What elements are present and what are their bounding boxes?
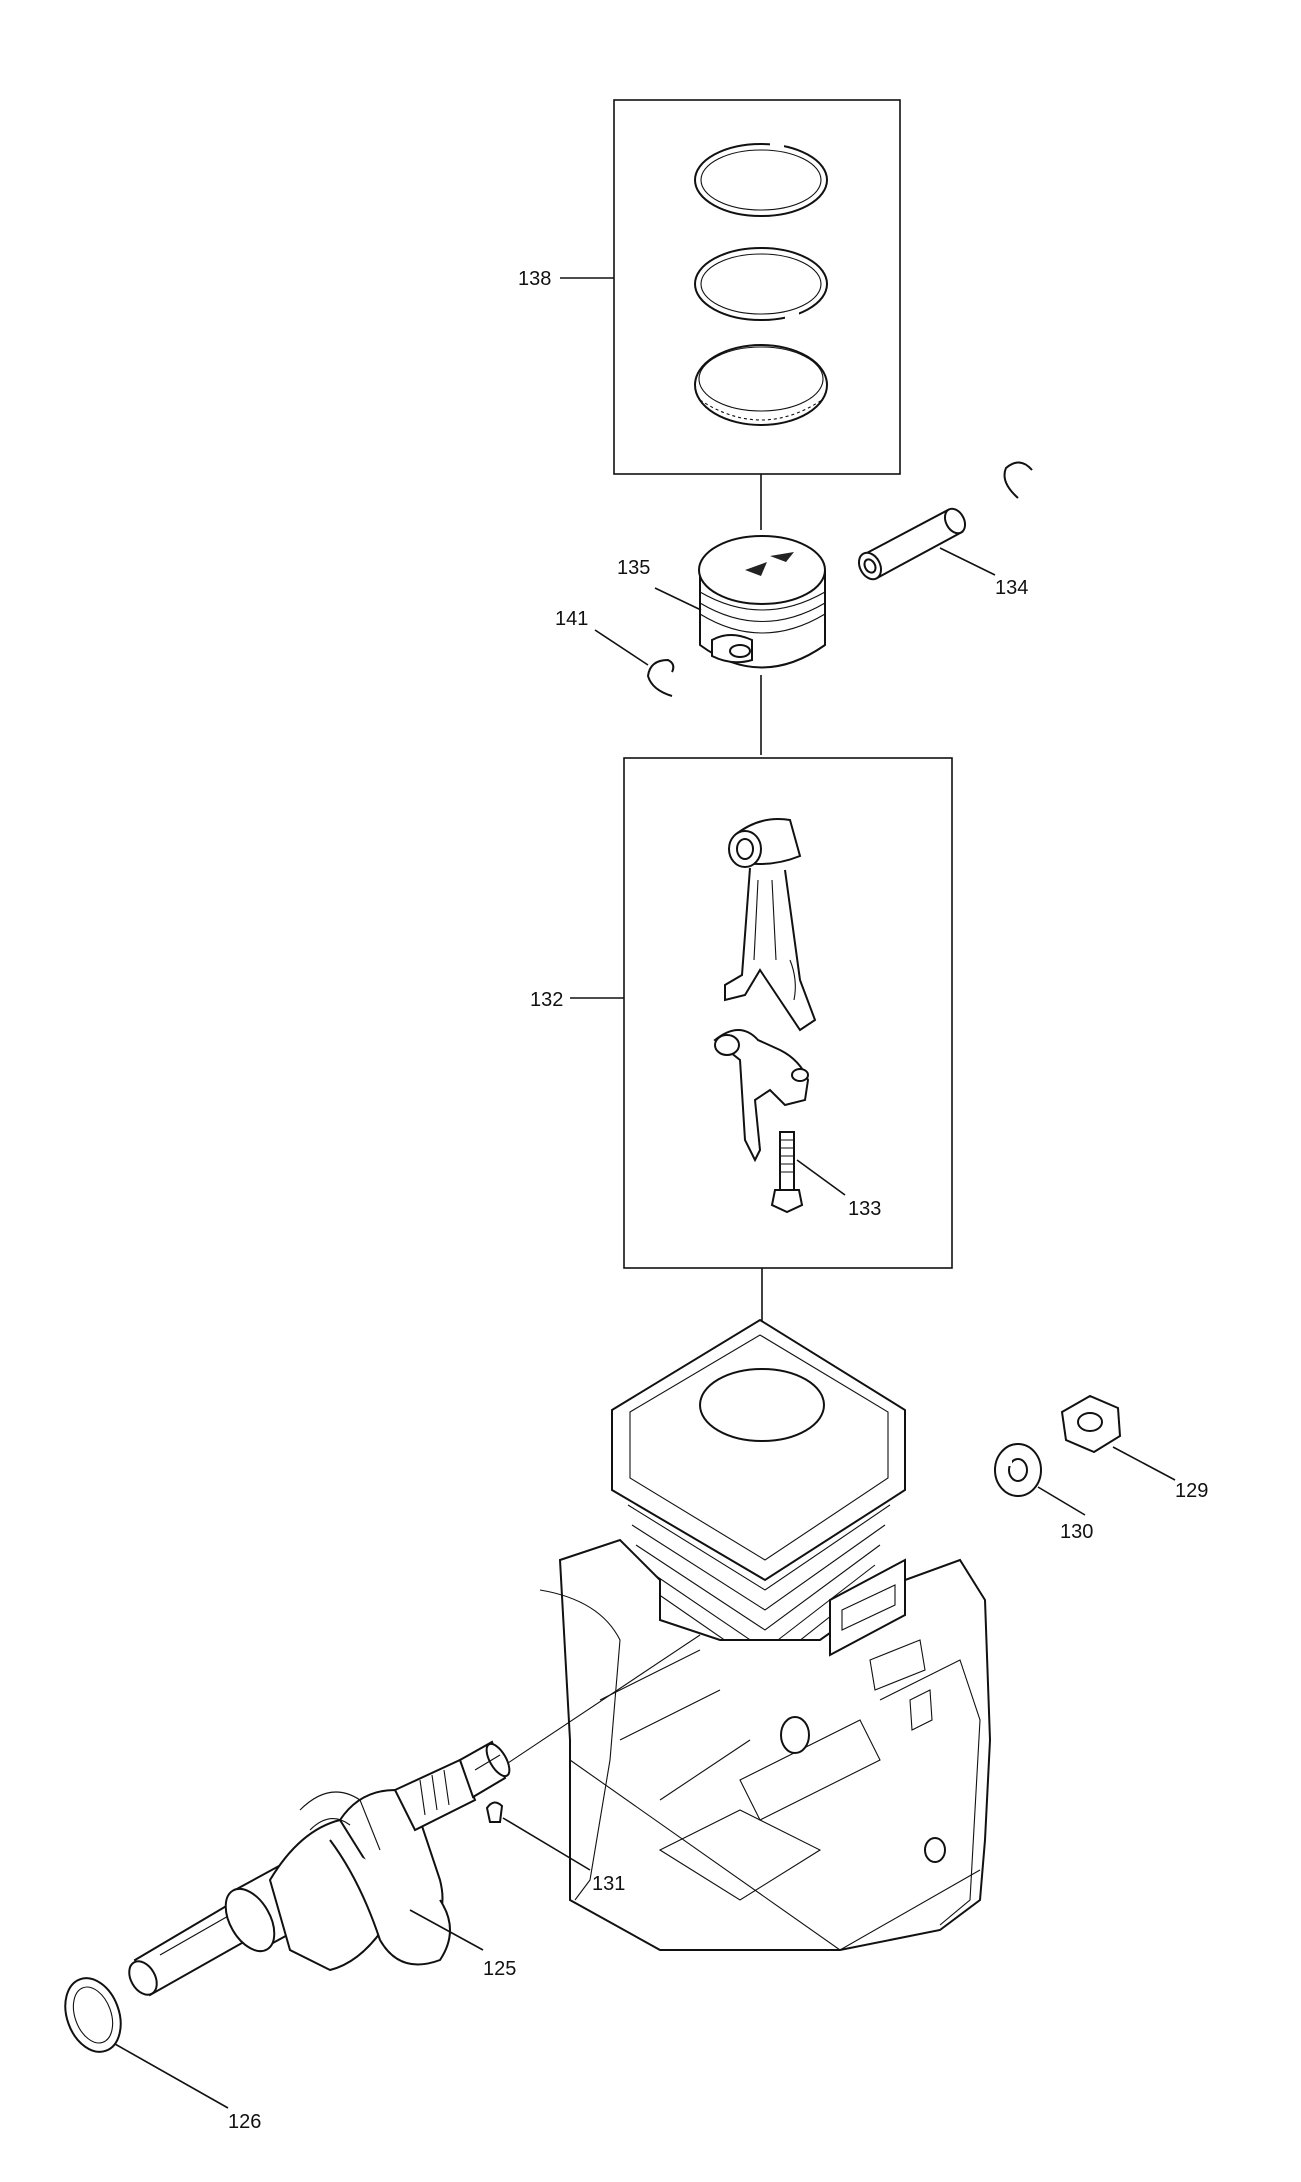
circlip-left <box>646 658 675 697</box>
part-number-126: 126 <box>228 2111 261 2133</box>
crankcase-block <box>539 1318 992 1951</box>
part-number-133: 133 <box>848 1198 881 1220</box>
circlip-right <box>1003 461 1033 499</box>
connecting-rod-bolt <box>770 1131 804 1214</box>
piston-ring-set-box <box>613 99 901 475</box>
part-number-125: 125 <box>483 1958 516 1980</box>
part-number-130: 130 <box>1060 1521 1093 1543</box>
piston <box>698 535 826 669</box>
part-number-134: 134 <box>995 577 1028 599</box>
piston-ring-middle <box>694 247 828 321</box>
hex-nut <box>1060 1394 1122 1454</box>
crankshaft <box>128 1634 701 1997</box>
part-number-141: 141 <box>555 608 588 630</box>
piston-ring-top <box>694 140 828 217</box>
connecting-rod-box <box>623 757 953 1269</box>
part-number-138: 138 <box>518 268 551 290</box>
part-number-132: 132 <box>530 989 563 1011</box>
piston-ring-oil <box>694 344 828 426</box>
washer <box>994 1443 1042 1497</box>
connecting-rod <box>724 818 817 1032</box>
piston-pin <box>857 507 967 581</box>
part-number-135: 135 <box>617 557 650 579</box>
part-number-131: 131 <box>592 1873 625 1895</box>
connecting-rod-cap <box>713 1029 810 1163</box>
woodruff-key <box>485 1801 504 1823</box>
oil-seal-ring <box>64 1977 122 2053</box>
part-number-129: 129 <box>1175 1480 1208 1502</box>
